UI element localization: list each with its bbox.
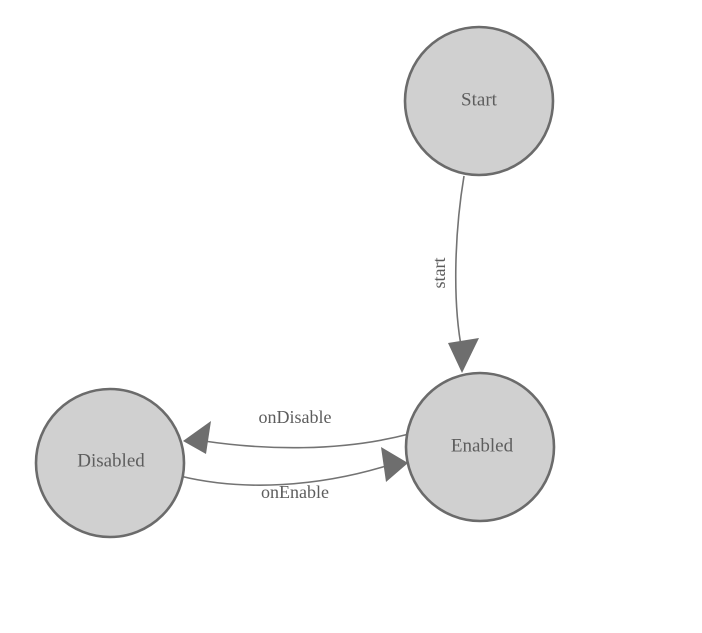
state-node-disabled-circle (34, 387, 186, 539)
state-node-enabled-circle (404, 371, 556, 523)
edge-start-to-enabled-arrowhead-icon (448, 338, 479, 373)
edge-label-start: start (429, 258, 449, 289)
state-node-start-label: Start (461, 89, 498, 110)
state-node-enabled[interactable]: Enabled (404, 371, 556, 523)
edge-start-to-enabled-path (454, 175, 465, 352)
edge-disabled-to-enabled-arrowhead-icon (381, 447, 408, 482)
node-group: Start Enabled Disabled (34, 25, 556, 539)
edge-label-onenable: onEnable (261, 482, 329, 502)
state-node-enabled-label: Enabled (451, 435, 514, 456)
edge-enabled-to-disabled-path (203, 433, 410, 449)
edge-group: start onDisable onEnable (179, 175, 479, 502)
state-node-start-circle (403, 25, 555, 177)
edge-start-to-enabled[interactable]: start (429, 175, 479, 373)
edge-disabled-to-enabled[interactable]: onEnable (179, 447, 408, 502)
state-node-start[interactable]: Start (403, 25, 555, 177)
state-node-disabled[interactable]: Disabled (34, 387, 186, 539)
edge-label-ondisable: onDisable (259, 407, 332, 427)
edge-enabled-to-disabled[interactable]: onDisable (183, 407, 410, 454)
edge-disabled-to-enabled-path (179, 465, 387, 486)
state-node-disabled-label: Disabled (77, 450, 145, 471)
edge-enabled-to-disabled-arrowhead-icon (183, 421, 211, 454)
